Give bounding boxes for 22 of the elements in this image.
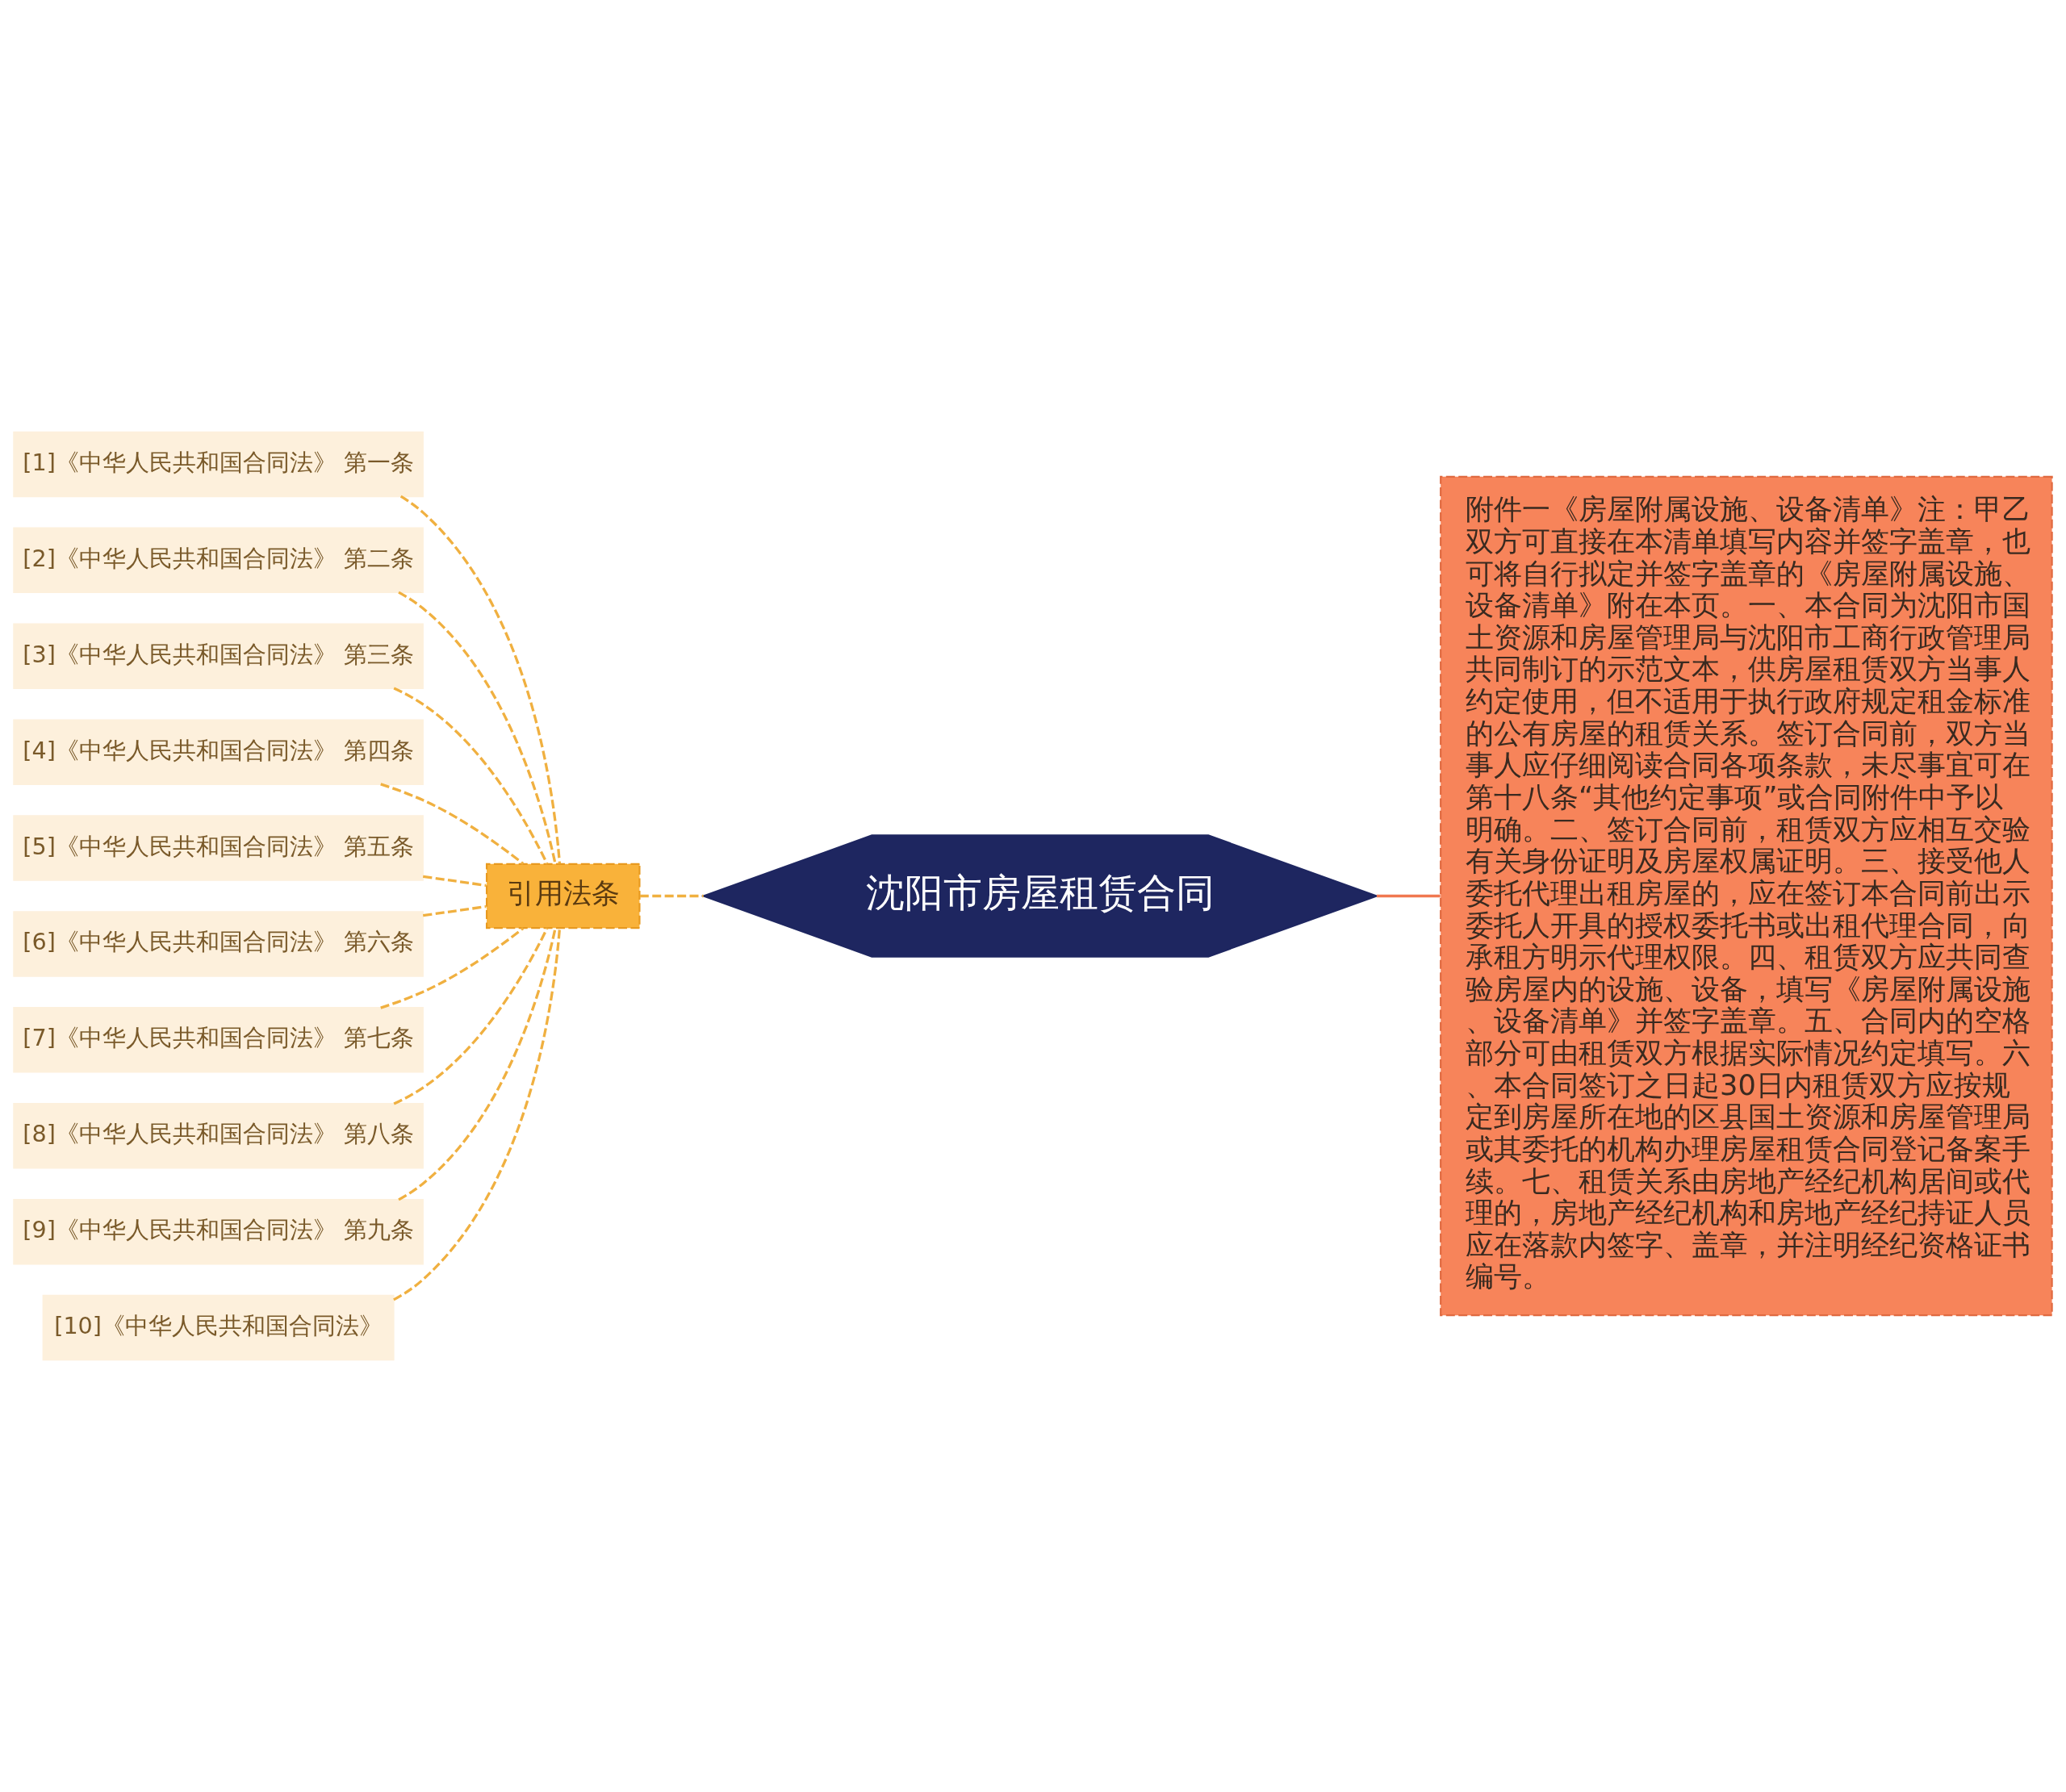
connector bbox=[393, 927, 549, 1105]
node-box: [10]《中华人民共和国合同法》 bbox=[42, 1294, 395, 1361]
connector bbox=[393, 687, 549, 865]
node-box: [3]《中华人民共和国合同法》 第三条 bbox=[13, 623, 424, 689]
connector bbox=[639, 894, 704, 898]
node-box: 引用法条 bbox=[486, 863, 641, 929]
connector bbox=[422, 904, 487, 917]
node-box: [7]《中华人民共和国合同法》 第七条 bbox=[13, 1007, 424, 1073]
node-box: [6]《中华人民共和国合同法》 第六条 bbox=[13, 911, 424, 977]
connector bbox=[380, 783, 525, 865]
node-box: [4]《中华人民共和国合同法》 第四条 bbox=[13, 719, 424, 785]
connector bbox=[393, 928, 562, 1301]
node-box: [9]《中华人民共和国合同法》 第九条 bbox=[13, 1198, 424, 1265]
connector bbox=[380, 927, 525, 1009]
node-box: [5]《中华人民共和国合同法》 第五条 bbox=[13, 815, 424, 881]
node-box: [2]《中华人民共和国合同法》 第二条 bbox=[13, 527, 424, 594]
connector bbox=[1376, 894, 1441, 898]
connector bbox=[399, 495, 562, 864]
connector bbox=[422, 875, 487, 888]
node-box: 附件一《房屋附属设施、设备清单》注：甲乙双方可直接在本清单填写内容并签字盖章，也可将自行拟定并签字盖章的《房屋附属设施、设备清单》附在本页。一、本合同为沈阳市国土资源和房屋管理局与沈阳市工商行政管理局共同制订的示范文本，供房屋租赁双方当事人约定使用，但不适用于执行政府规定租金标准的公有房屋的租赁关系。签订合同前，双方当事人应仔细阅读合同各项条款，未尽事宜可在第十八条“其他约定事项”或合同附件中予以明确。二、签订合同前，租赁双方应相互交验有关身份证明及房屋权属证明。三、接受他人委托代理出租房屋的，应在签订本合同前出示委托人开具的授权委托书或出租代理合同，向承租方明示代理权限。四、租赁双方应共同查验房屋内的设施、设备，填写《房屋附属设施、设备清单》并签字盖章。五、合同内的空格部分可由租赁双方根据实际情况约定填写。六、本合同签订之日起30日内租赁双方应按规定到房屋所在地的区县国土资源和房屋管理局或其委托的机构办理房屋租赁合同登记备案手续。七、租赁关系由房地产经纪机构居间或代理的，房地产经纪机构和房地产经纪持证人员应在落款内签字、盖章，并注明经纪资格证书编号。 bbox=[1440, 475, 2053, 1317]
node-box: [1]《中华人民共和国合同法》 第一条 bbox=[13, 431, 424, 498]
node-box: [8]《中华人民共和国合同法》 第八条 bbox=[13, 1103, 424, 1169]
